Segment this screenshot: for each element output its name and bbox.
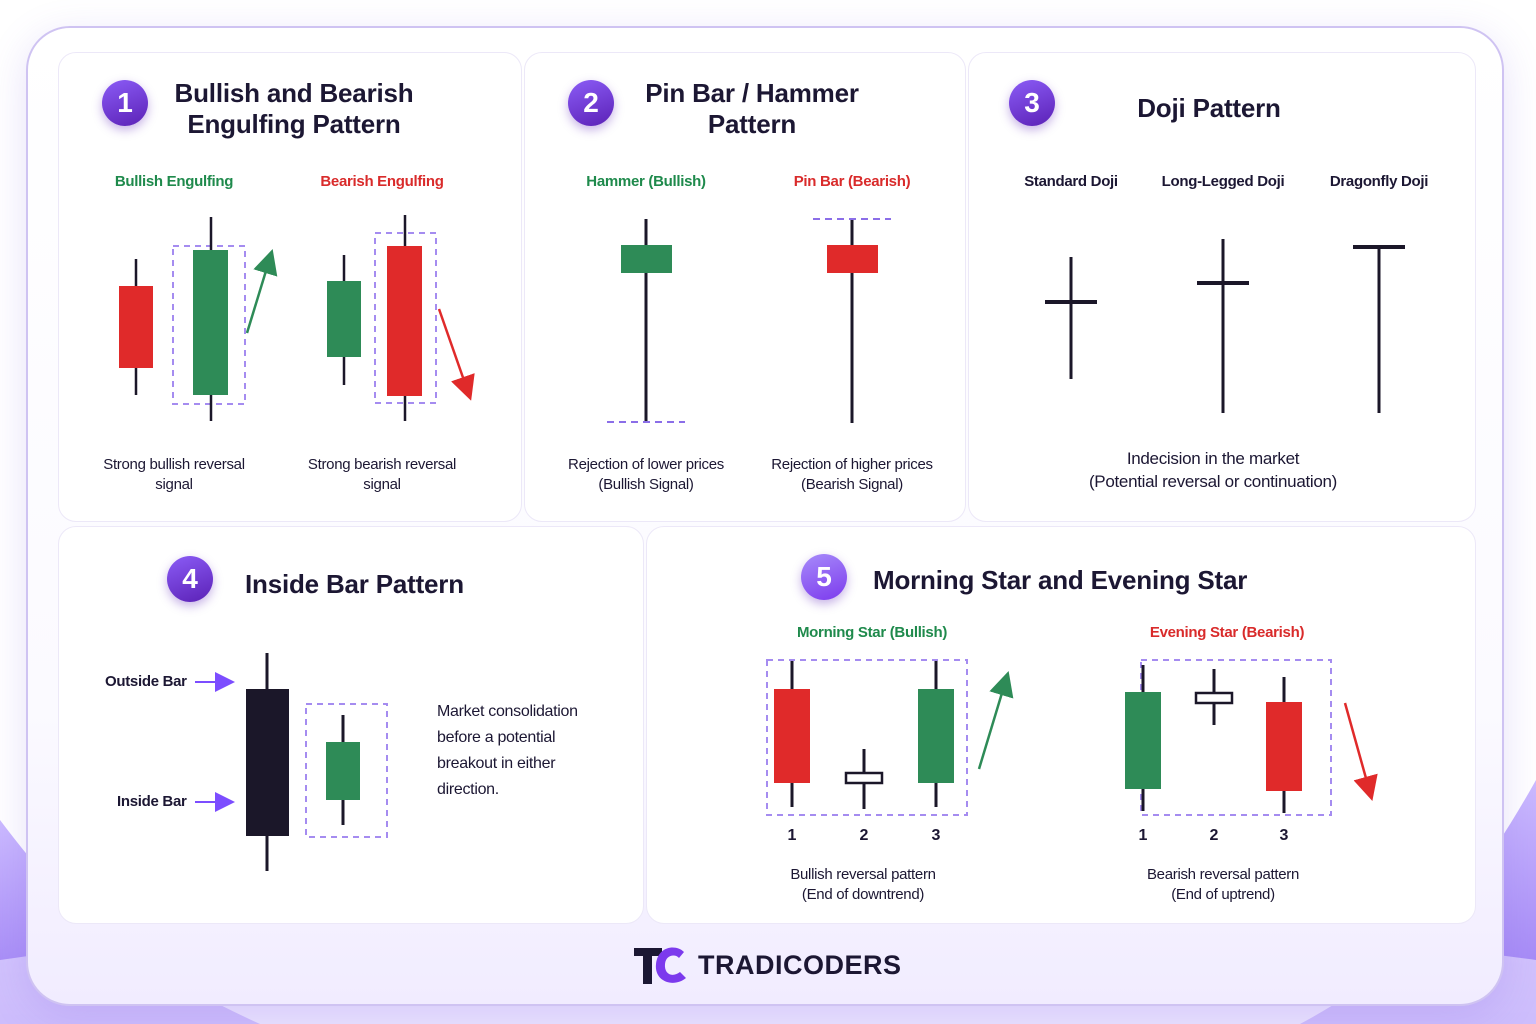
panel-morning-evening-star: 5 Morning Star and Evening Star Morning … — [646, 526, 1476, 924]
morning-star-candle-2 — [844, 749, 884, 809]
panel-inside-bar: 4 Inside Bar Pattern Outside Bar Inside … — [58, 526, 644, 924]
panel-title: Doji Pattern — [1137, 93, 1281, 123]
standard-doji-label: Standard Doji — [1024, 173, 1118, 190]
up-arrow — [245, 249, 278, 334]
pin-bar-chart — [607, 218, 891, 423]
star-patterns-chart — [766, 659, 1378, 816]
morning-star-number-3: 3 — [931, 827, 941, 844]
morning-star-label: Morning Star (Bullish) — [796, 624, 948, 641]
outside-bar-candle — [246, 653, 289, 871]
evening-star-caption: Bearish reversal pattern (End of uptrend… — [1146, 866, 1300, 903]
outside-bar-label: Outside Bar — [105, 673, 187, 690]
up-arrow — [977, 671, 1014, 770]
pin-bar-label: Pin Bar (Bearish) — [793, 173, 911, 190]
inside-bar-chart — [195, 653, 388, 871]
bearish-caption: Strong bearish reversal signal — [307, 456, 457, 493]
panel-number-badge: 4 — [167, 556, 213, 602]
morning-star-number-1: 1 — [787, 827, 797, 844]
pin-bar-candle — [813, 218, 891, 423]
panel-number-badge: 3 — [1009, 80, 1055, 126]
panel-title: Inside Bar Pattern — [245, 569, 464, 599]
morning-star-number-2: 2 — [859, 827, 869, 844]
pin-bar-caption: Rejection of higher prices (Bearish Sign… — [771, 456, 933, 493]
evening-star-number-2: 2 — [1209, 827, 1219, 844]
evening-star-number-1: 1 — [1138, 827, 1148, 844]
tradicoders-logo-icon — [634, 947, 686, 984]
long-legged-doji-label: Long-Legged Doji — [1161, 173, 1285, 190]
brand-footer: TRADICODERS — [632, 940, 902, 990]
brand-name: TRADICODERS — [698, 949, 902, 980]
morning-star-box — [766, 659, 968, 816]
hammer-caption: Rejection of lower prices (Bullish Signa… — [568, 456, 724, 493]
panel-number-badge: 2 — [568, 80, 614, 126]
large-bullish-candle — [193, 250, 228, 395]
evening-star-candle-3 — [1266, 677, 1302, 813]
inside-bar-highlight-box — [305, 703, 388, 838]
panel-title: Morning Star and Evening Star — [873, 565, 1248, 595]
panel-number-badge: 5 — [801, 554, 847, 600]
evening-star-label: Evening Star (Bearish) — [1149, 624, 1305, 641]
standard-doji-candle — [1045, 257, 1097, 379]
hammer-label: Hammer (Bullish) — [586, 173, 706, 190]
small-bearish-candle — [119, 286, 153, 368]
small-bullish-candle — [327, 281, 361, 357]
large-bearish-candle — [387, 246, 422, 396]
inside-bar-description: Market consolidation before a potential … — [437, 703, 578, 798]
down-arrow — [437, 308, 475, 401]
doji-caption: Indecision in the market (Potential reve… — [1088, 449, 1338, 491]
bearish-engulfing-label: Bearish Engulfing — [320, 173, 444, 190]
panel-number-badge: 1 — [102, 80, 148, 126]
bullish-engulfing-label: Bullish Engulfing — [114, 173, 234, 190]
down-arrow — [1343, 702, 1378, 802]
inside-bar-candle — [326, 715, 360, 825]
hammer-candle — [607, 219, 685, 423]
panel-title: Bullish and Bearish Engulfing Pattern — [174, 78, 414, 139]
morning-star-caption: Bullish reversal pattern (End of downtre… — [790, 866, 936, 903]
panel-title: Pin Bar / Hammer Pattern — [645, 78, 859, 139]
engulfing-chart — [119, 215, 475, 421]
bearish-engulfing-candles — [327, 215, 475, 421]
doji-chart — [1045, 239, 1405, 413]
panel-pin-bar: 2 Pin Bar / Hammer Pattern Hammer (Bulli… — [524, 52, 966, 522]
evening-star-number-3: 3 — [1279, 827, 1289, 844]
engulf-highlight-box — [374, 232, 437, 404]
evening-star-box — [1140, 659, 1332, 816]
morning-star-candle-1 — [774, 661, 810, 807]
dragonfly-doji-label: Dragonfly Doji — [1329, 173, 1429, 190]
long-legged-doji-candle — [1197, 239, 1249, 413]
panel-doji: 3 Doji Pattern Standard Doji Long-Legged… — [968, 52, 1476, 522]
evening-star-candle-1 — [1125, 665, 1161, 811]
engulf-highlight-box — [172, 245, 246, 405]
bullish-engulfing-candles — [119, 217, 278, 421]
panel-engulfing: 1 Bullish and Bearish Engulfing Pattern … — [58, 52, 522, 522]
morning-star-candle-3 — [918, 661, 954, 807]
bullish-caption: Strong bullish reversal signal — [103, 456, 245, 493]
evening-star-candle-2 — [1194, 669, 1234, 725]
inside-bar-label: Inside Bar — [117, 793, 187, 810]
dragonfly-doji-candle — [1353, 245, 1405, 413]
